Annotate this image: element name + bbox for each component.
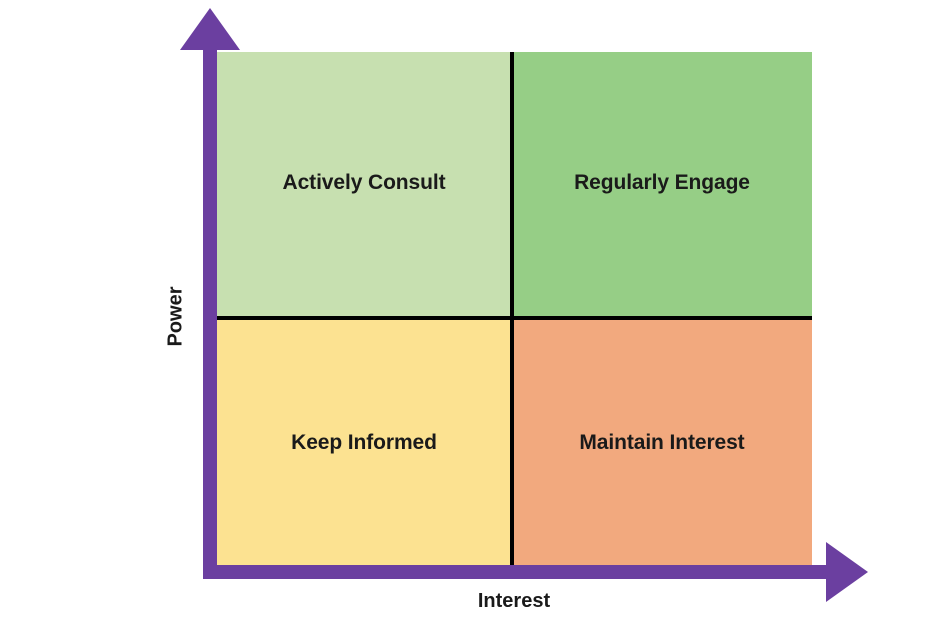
quadrant-maintain-interest[interactable]: Maintain Interest xyxy=(512,318,812,565)
up-arrow-icon xyxy=(180,8,240,50)
quadrant-regularly-engage[interactable]: Regularly Engage xyxy=(512,52,812,318)
quadrant-divider-vertical xyxy=(510,52,514,565)
right-arrow-icon xyxy=(826,542,868,602)
quadrant-grid: Actively Consult Regularly Engage Keep I… xyxy=(216,52,812,565)
x-axis-label: Interest xyxy=(477,590,551,612)
quadrant-divider-horizontal xyxy=(216,316,812,320)
quadrant-label-regularly-engage: Regularly Engage xyxy=(574,171,750,195)
y-axis-line xyxy=(203,40,217,579)
quadrant-actively-consult[interactable]: Actively Consult xyxy=(216,52,512,318)
quadrant-label-keep-informed: Keep Informed xyxy=(291,430,437,454)
quadrant-label-actively-consult: Actively Consult xyxy=(282,171,446,195)
quadrant-keep-informed[interactable]: Keep Informed xyxy=(216,318,512,565)
y-axis-label: Power xyxy=(164,286,187,347)
x-axis-line xyxy=(203,565,830,579)
quadrant-label-maintain-interest: Maintain Interest xyxy=(579,430,745,454)
